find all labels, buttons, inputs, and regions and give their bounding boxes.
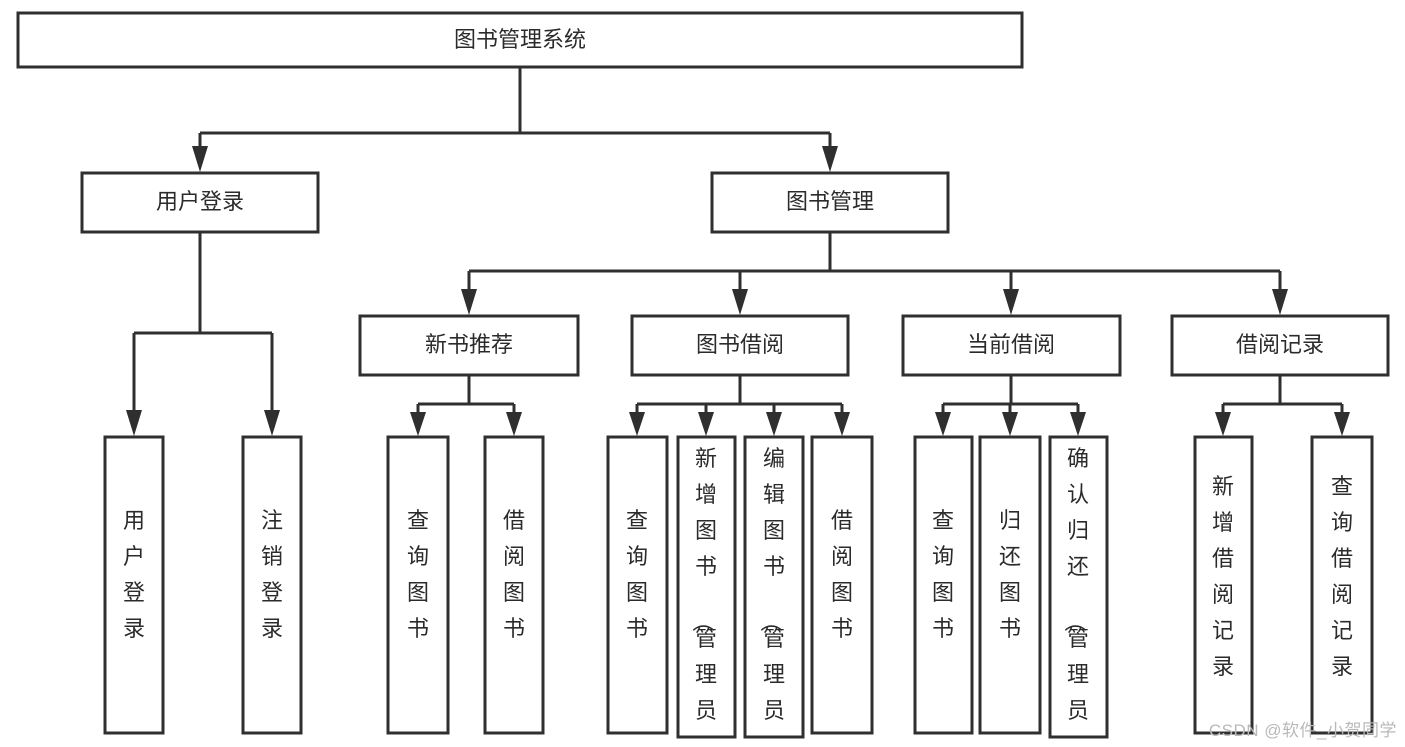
leaf-borrow-book-1[interactable]: 借阅图书 (483, 435, 545, 735)
leaf-box[interactable] (913, 435, 974, 735)
leaf-label: 编辑图书（管理员） (758, 446, 785, 747)
node-borrow-record-label: 借阅记录 (1236, 332, 1324, 357)
leaf-edit-book-admin[interactable]: 编辑图书（管理员） (743, 435, 805, 747)
node-new-book-recommend-label: 新书推荐 (425, 332, 513, 357)
leaf-return-book[interactable]: 归还图书 (978, 435, 1042, 735)
connector-current-to-leaves (935, 375, 1086, 436)
watermark-credit: CSDN @软件_小贺同学 (1208, 721, 1397, 740)
leaf-box[interactable] (810, 435, 874, 735)
connector-new-book-to-leaves (410, 375, 522, 436)
node-user-login-label: 用户登录 (156, 189, 244, 214)
leaf-box[interactable] (676, 435, 737, 739)
leaf-user-login[interactable]: 用户登录 (103, 435, 165, 735)
connector-record-to-leaves (1215, 375, 1350, 436)
arrow-head-icon (264, 410, 280, 436)
node-root[interactable]: 图书管理系统 (16, 11, 1024, 69)
leaf-label: 查询图书 (932, 508, 954, 641)
arrow-head-icon (766, 412, 782, 436)
leaf-label: 新增图书（管理员） (690, 446, 717, 747)
leaf-add-borrow-record[interactable]: 新增借阅记录 (1193, 435, 1254, 735)
leaf-box[interactable] (743, 435, 805, 739)
arrow-head-icon (192, 146, 208, 172)
arrow-head-icon (461, 289, 477, 315)
arrow-head-icon (1003, 289, 1019, 315)
arrow-head-icon (1334, 412, 1350, 436)
leaf-box[interactable] (103, 435, 165, 735)
leaf-box[interactable] (1048, 435, 1109, 739)
leaf-label: 确认归还（管理员） (1062, 446, 1089, 747)
arrow-head-icon (732, 289, 748, 315)
node-book-borrow-box[interactable] (630, 314, 850, 377)
node-borrow-record-box[interactable] (1170, 314, 1390, 377)
leaf-add-book-admin[interactable]: 新增图书（管理员） (676, 435, 737, 747)
arrow-head-icon (1070, 412, 1086, 436)
connector-borrow-to-leaves (629, 375, 850, 436)
node-user-login-box[interactable] (80, 171, 320, 234)
node-root-label: 图书管理系统 (454, 27, 586, 52)
connector-book-mgmt-to-level3 (461, 232, 1288, 315)
leaf-box[interactable] (241, 435, 303, 735)
arrow-head-icon (822, 146, 838, 172)
leaf-logout[interactable]: 注销登录 (241, 435, 303, 735)
leaf-query-book-2[interactable]: 查询图书 (606, 435, 669, 735)
arrow-head-icon (1272, 289, 1288, 315)
leaf-borrow-book-2[interactable]: 借阅图书 (810, 435, 874, 735)
leaf-query-borrow-record[interactable]: 查询借阅记录 (1310, 435, 1374, 735)
leaf-box[interactable] (606, 435, 669, 735)
leaf-layer: 用户登录 注销登录 查询图书 借阅图书 查询图书 新增图书（管理员） (103, 435, 1374, 747)
leaf-box[interactable] (483, 435, 545, 735)
leaf-box[interactable] (978, 435, 1042, 735)
node-book-borrow-label: 图书借阅 (696, 332, 784, 357)
connector-user-login-to-leaves (126, 232, 280, 436)
arrow-head-icon (506, 412, 522, 436)
leaf-label: 新增借阅记录 (1212, 474, 1234, 679)
leaf-confirm-return-admin[interactable]: 确认归还（管理员） (1048, 435, 1109, 747)
node-new-book-recommend[interactable]: 新书推荐 (358, 314, 580, 377)
leaf-label: 注销登录 (261, 508, 283, 641)
leaf-query-book-1[interactable]: 查询图书 (386, 435, 450, 735)
arrow-head-icon (1215, 412, 1231, 436)
node-book-management-box[interactable] (710, 171, 950, 234)
leaf-label: 借阅图书 (831, 508, 853, 641)
leaf-label: 借阅图书 (503, 508, 525, 641)
leaf-box[interactable] (1193, 435, 1254, 735)
node-book-borrow[interactable]: 图书借阅 (630, 314, 850, 377)
connector-layer (126, 67, 1350, 436)
leaf-box[interactable] (386, 435, 450, 735)
arrow-head-icon (629, 412, 645, 436)
node-current-borrow-label: 当前借阅 (967, 332, 1055, 357)
node-book-management-label: 图书管理 (786, 189, 874, 214)
arrow-head-icon (1002, 412, 1018, 436)
leaf-label: 查询图书 (407, 508, 429, 641)
leaf-box[interactable] (1310, 435, 1374, 735)
leaf-query-book-3[interactable]: 查询图书 (913, 435, 974, 735)
node-user-login[interactable]: 用户登录 (80, 171, 320, 234)
connector-root-to-level2 (192, 67, 838, 172)
node-new-book-recommend-box[interactable] (358, 314, 580, 377)
leaf-label: 用户登录 (123, 508, 145, 641)
arrow-head-icon (935, 412, 951, 436)
leaf-label: 归还图书 (999, 508, 1021, 641)
leaf-label: 查询借阅记录 (1331, 474, 1353, 679)
arrow-head-icon (698, 412, 714, 436)
node-current-borrow-box[interactable] (901, 314, 1122, 377)
node-book-management[interactable]: 图书管理 (710, 171, 950, 234)
leaf-label: 查询图书 (626, 508, 648, 641)
arrow-head-icon (834, 412, 850, 436)
node-borrow-record[interactable]: 借阅记录 (1170, 314, 1390, 377)
node-current-borrow[interactable]: 当前借阅 (901, 314, 1122, 377)
node-root-box[interactable] (16, 11, 1024, 69)
arrow-head-icon (126, 410, 142, 436)
arrow-head-icon (410, 412, 426, 436)
